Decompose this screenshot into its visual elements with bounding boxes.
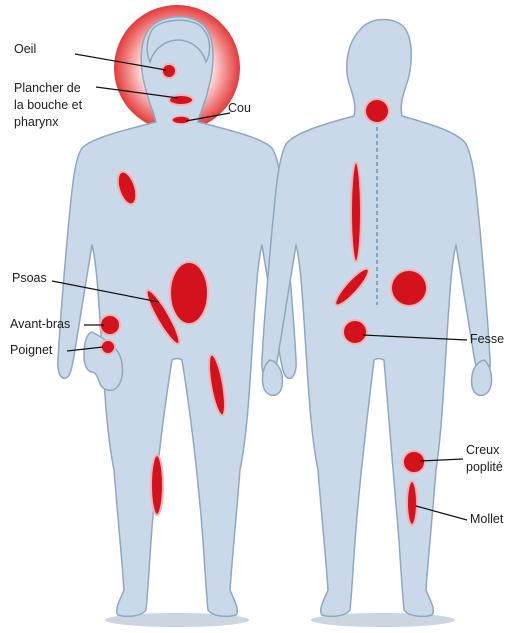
back-hand-left (263, 360, 283, 395)
lesion-tibia (151, 455, 163, 515)
label-plancher-line1: Plancher de (14, 80, 124, 97)
label-plancher-line2: la bouche et (14, 97, 124, 114)
back-hand-right (472, 360, 492, 395)
lesion-poignet (101, 340, 115, 354)
label-mollet: Mollet (470, 511, 503, 528)
lesion-abdomen (170, 262, 208, 324)
label-avant-bras: Avant-bras (10, 316, 70, 333)
label-fesse: Fesse (470, 331, 504, 348)
label-cou: Cou (228, 100, 251, 117)
lesion-creux-poplite (403, 451, 425, 473)
label-plancher-line3: pharynx (14, 114, 124, 131)
label-psoas: Psoas (12, 270, 47, 287)
lesion-cou (172, 116, 190, 124)
lesion-dos-longitudinal (351, 162, 361, 262)
lesion-fesse (343, 320, 367, 344)
lesion-plancher-bouche (169, 95, 193, 105)
label-creux-line1: Creux (466, 442, 522, 459)
label-creux-poplite: Creux poplité (466, 442, 522, 476)
lesion-oeil (162, 64, 176, 78)
lesion-flanc (391, 270, 427, 306)
label-creux-line2: poplité (466, 459, 522, 476)
back-figure (262, 20, 492, 628)
label-plancher-bouche-pharynx: Plancher de la bouche et pharynx (14, 80, 124, 131)
label-poignet: Poignet (10, 342, 52, 359)
label-oeil: Oeil (14, 41, 36, 58)
lesion-nuque (365, 99, 389, 123)
lesion-mollet (407, 481, 417, 525)
